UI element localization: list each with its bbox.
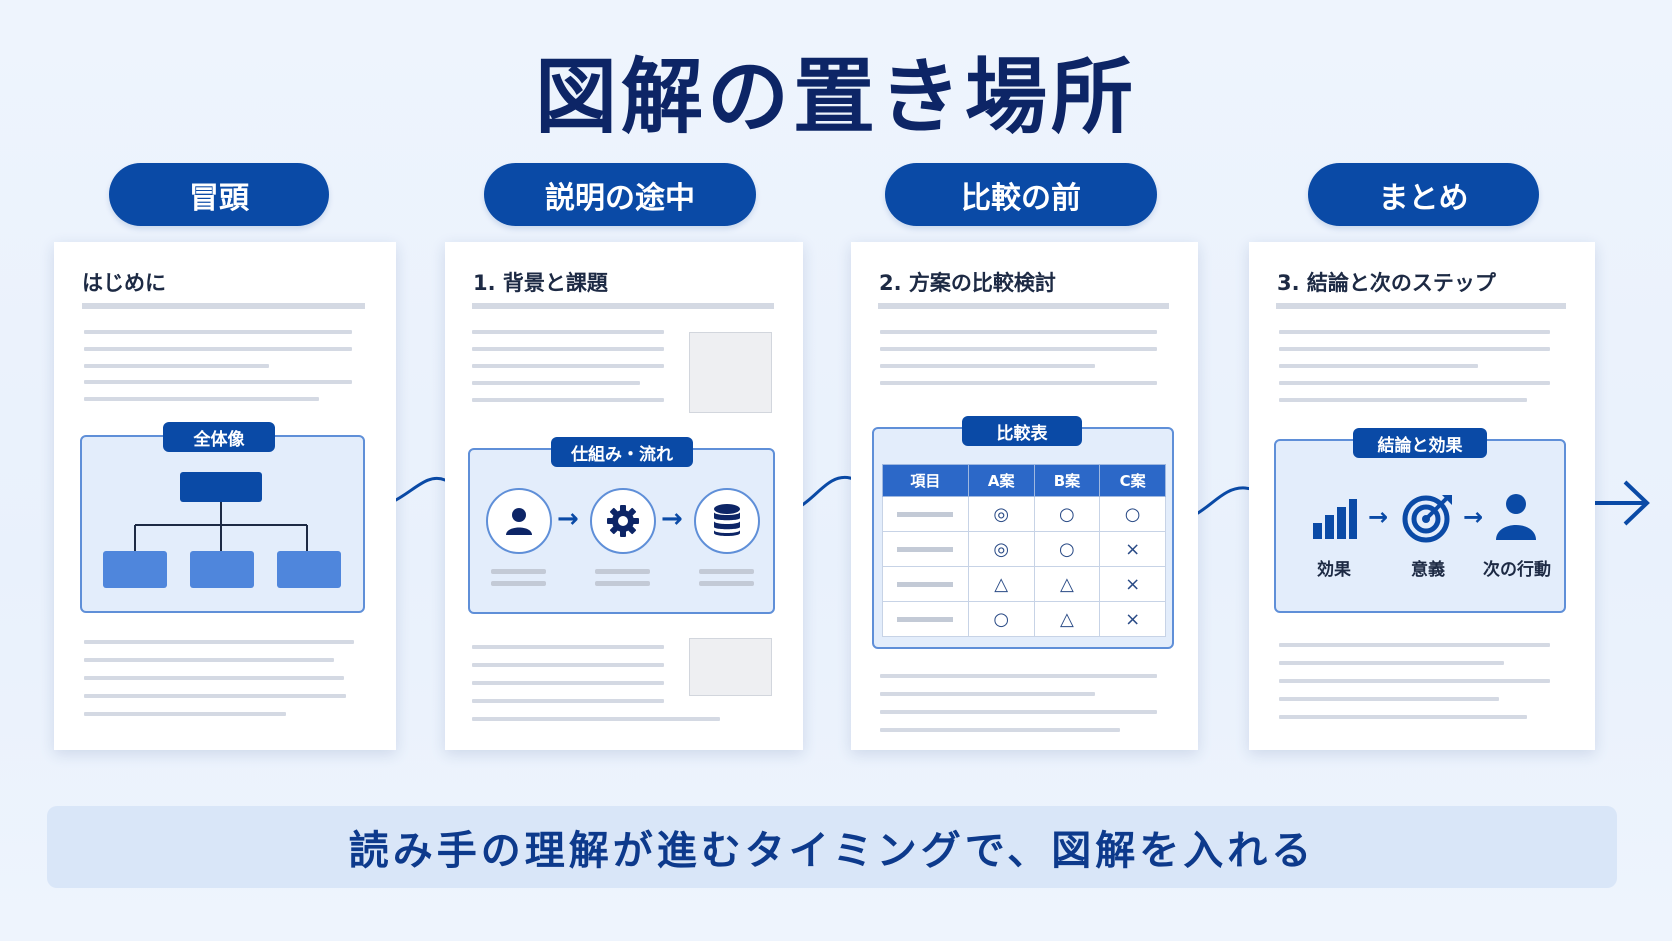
table-row: △ △ ×: [882, 566, 1166, 602]
org-child-box: [103, 551, 167, 588]
doc-heading: 3. 結論と次のステップ: [1277, 271, 1496, 295]
org-child-box: [190, 551, 254, 588]
image-placeholder: [689, 332, 772, 413]
table-cell: ×: [1099, 531, 1166, 567]
stage-pill-summary: まとめ: [1308, 163, 1539, 226]
target-icon: [1402, 495, 1452, 543]
image-placeholder: [689, 638, 772, 696]
table-row: ◎ ○ ○: [882, 496, 1166, 532]
table-header: 項目: [882, 464, 969, 497]
comparison-table: 項目 A案 B案 C案 ◎ ○ ○ ◎ ○ ×: [882, 464, 1166, 637]
table-cell: △: [1033, 566, 1101, 602]
result-label: 意義: [1411, 560, 1445, 580]
table-cell: ○: [967, 601, 1035, 637]
table-cell: ○: [1099, 496, 1166, 532]
result-label: 次の行動: [1483, 560, 1551, 580]
arrow-right-icon: →: [1368, 503, 1389, 531]
panel-label: 仕組み・流れ: [551, 437, 693, 467]
process-flow-panel: 仕組み・流れ → →: [468, 437, 775, 614]
conclusion-panel: 結論と効果 → → 効果 意義 次の行動: [1274, 428, 1566, 613]
table-header: A案: [967, 464, 1035, 497]
panel-label: 比較表: [962, 416, 1082, 446]
doc-heading: 2. 方案の比較検討: [879, 271, 1056, 295]
overview-panel: 全体像: [80, 422, 365, 613]
table-cell: △: [1033, 601, 1101, 637]
user-icon: [486, 488, 552, 554]
stage-pill-opening: 冒頭: [109, 163, 329, 226]
document-page-4: 3. 結論と次のステップ 結論と効果 → → 効果 意義 次の行動: [1249, 242, 1595, 750]
document-page-1: はじめに 全体像: [54, 242, 396, 750]
summary-banner: 読み手の理解が進むタイミングで、図解を入れる: [47, 806, 1617, 888]
document-page-2: 1. 背景と課題 仕組み・流れ →: [445, 242, 803, 750]
table-row: ◎ ○ ×: [882, 531, 1166, 567]
person-icon: [1496, 494, 1536, 540]
arrow-right-icon: →: [557, 504, 579, 534]
bar-chart-icon: [1313, 499, 1357, 539]
org-child-box: [277, 551, 341, 588]
page-title: 図解の置き場所: [534, 50, 1137, 145]
table-header: C案: [1099, 464, 1166, 497]
table-cell: ○: [1033, 531, 1101, 567]
table-cell: ×: [1099, 566, 1166, 602]
arrow-right-icon: →: [1463, 503, 1484, 531]
table-header: B案: [1033, 464, 1101, 497]
table-row: ○ △ ×: [882, 601, 1166, 637]
table-cell: ◎: [967, 531, 1035, 567]
org-root-box: [180, 472, 262, 502]
arrow-right-icon: →: [661, 504, 683, 534]
doc-heading: 1. 背景と課題: [473, 271, 608, 295]
table-cell: ○: [1033, 496, 1101, 532]
comparison-panel: 比較表 項目 A案 B案 C案 ◎ ○ ○ ◎: [872, 416, 1174, 649]
database-icon: [694, 488, 760, 554]
table-cell: ◎: [967, 496, 1035, 532]
table-cell: △: [967, 566, 1035, 602]
stage-pill-middle: 説明の途中: [484, 163, 756, 226]
document-page-3: 2. 方案の比較検討 比較表 項目 A案 B案 C案 ◎ ○ ○: [851, 242, 1198, 750]
panel-label: 結論と効果: [1353, 428, 1487, 458]
panel-label: 全体像: [163, 422, 275, 452]
doc-heading: はじめに: [82, 271, 166, 295]
result-label: 効果: [1317, 560, 1351, 580]
table-cell: ×: [1099, 601, 1166, 637]
gear-icon: [590, 488, 656, 554]
stage-pill-before-comparison: 比較の前: [885, 163, 1157, 226]
